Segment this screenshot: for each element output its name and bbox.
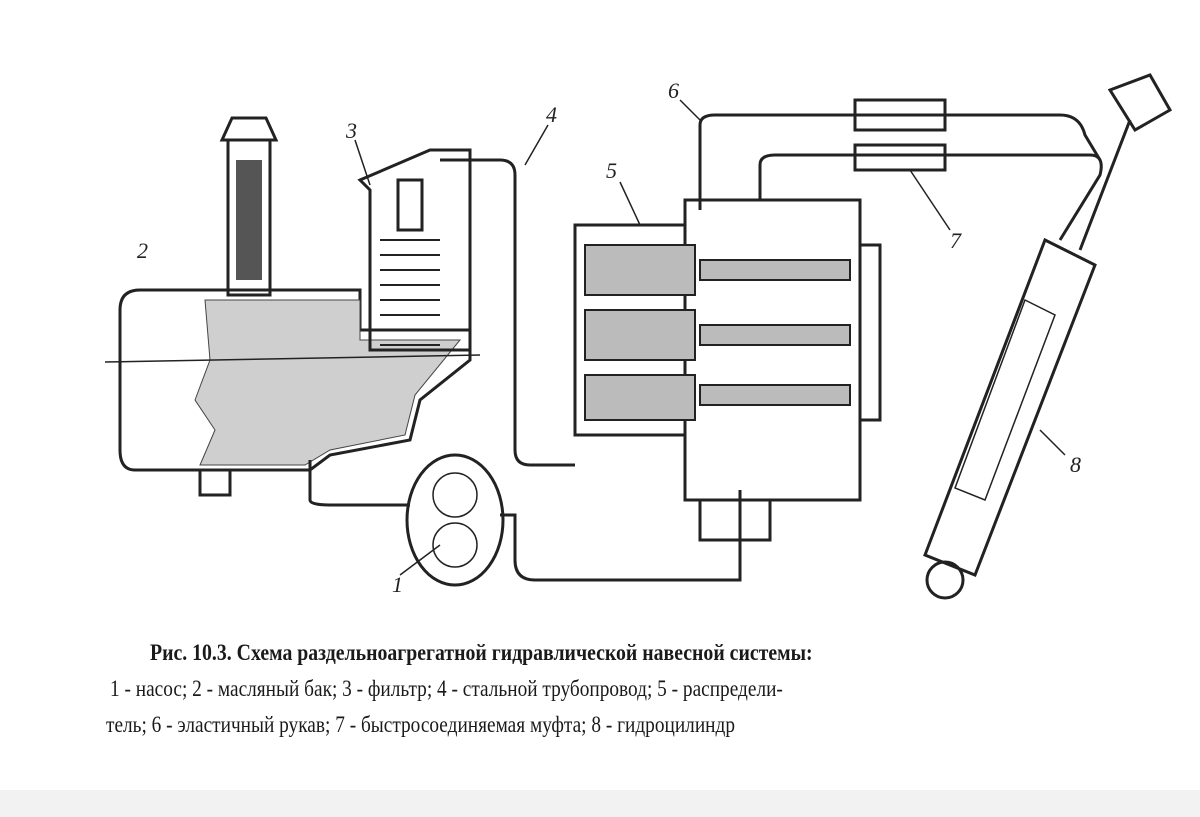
hydraulic-cylinder: [923, 73, 1173, 600]
label-2: 2: [137, 238, 148, 263]
hydraulic-system-diagram: 1 2 3 4 5 6 7 8: [104, 73, 1173, 600]
bottom-band: [0, 790, 1200, 817]
label-4: 4: [546, 102, 557, 127]
label-8: 8: [1070, 452, 1081, 477]
label-1: 1: [392, 572, 403, 597]
oil-tank: [104, 288, 481, 497]
figure-caption-title: Рис. 10.3. Схема раздельноагрегатной гид…: [150, 640, 813, 665]
label-3: 3: [345, 118, 357, 143]
label-7: 7: [950, 228, 962, 253]
quick-coupling: [853, 98, 947, 172]
label-5: 5: [606, 158, 617, 183]
filler-neck: [219, 116, 279, 297]
leader-lines: [354, 99, 1066, 576]
steel-pipeline: [440, 158, 575, 467]
figure-caption-legend-line-2: тель; 6 - эластичный рукав; 7 - быстросо…: [106, 712, 736, 737]
label-6: 6: [668, 78, 679, 103]
distributor: [573, 198, 882, 542]
flexible-hose-2: [758, 153, 1103, 241]
filter: [357, 148, 472, 352]
figure-caption-legend-line-1: 1 - насос; 2 - масляный бак; 3 - фильтр;…: [110, 676, 783, 701]
pump: [308, 453, 742, 587]
flexible-hose: [698, 113, 1102, 210]
